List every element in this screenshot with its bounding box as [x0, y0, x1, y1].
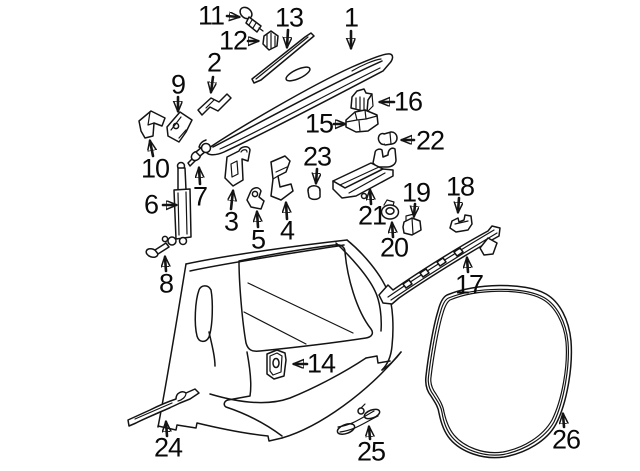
- callout-label-5: 5: [250, 224, 266, 255]
- callout-label-1: 1: [343, 2, 359, 33]
- callout-label-20: 20: [379, 232, 409, 263]
- callout-arrow-8: [165, 257, 166, 273]
- callout-arrow-20: [392, 223, 393, 239]
- callout-label-7: 7: [192, 181, 208, 212]
- part-11-pin-screw-drawing: [239, 6, 264, 33]
- callout-arrow-25: [369, 427, 370, 441]
- part-4-bracket-drawing: [270, 155, 294, 201]
- part-23-plug-drawing: [307, 185, 321, 201]
- part-22-grommet-drawing: [377, 131, 398, 146]
- callout-arrow-4: [286, 203, 287, 221]
- callout-arrow-18: [458, 196, 459, 212]
- callout-label-18: 18: [445, 171, 475, 202]
- callout-label-11: 11: [197, 0, 225, 31]
- callout-label-10: 10: [140, 153, 170, 184]
- vehicle-rear-outline: [157, 239, 402, 442]
- callout-label-16: 16: [393, 86, 423, 117]
- part-1-liftgate-spoiler-drawing: [198, 53, 394, 156]
- callout-label-2: 2: [206, 47, 222, 78]
- callout-label-25: 25: [356, 436, 386, 467]
- callout-label-24: 24: [153, 432, 183, 463]
- part-7-ball-stud-drawing: [187, 142, 212, 167]
- callout-label-23: 23: [302, 141, 332, 172]
- callout-arrow-26: [563, 414, 564, 429]
- part-9-hinge-plate-drawing: [166, 111, 193, 143]
- callout-arrow-2: [211, 75, 213, 92]
- callout-arrow-10: [150, 141, 153, 158]
- callout-label-22: 22: [415, 125, 445, 156]
- part-2-bracket-drawing: [197, 93, 232, 116]
- callout-arrow-21: [370, 190, 371, 206]
- callout-label-6: 6: [143, 189, 159, 220]
- callout-arrow-23: [316, 167, 317, 183]
- part-6-gas-strut-drawing: [173, 161, 192, 246]
- part-21-latch-drawing: [332, 147, 397, 200]
- callout-arrow-5: [257, 212, 258, 229]
- part-18-bracket-drawing: [449, 214, 473, 233]
- part-8-ball-stud-drawing: [145, 235, 177, 259]
- callout-arrow-13: [287, 28, 288, 47]
- callout-arrow-19: [414, 202, 415, 216]
- part-17-scuff-trim-drawing: [378, 225, 501, 305]
- part-10-bracket-drawing: [138, 110, 166, 139]
- part-3-bracket-drawing: [224, 146, 251, 187]
- part-24-hinge-arm-drawing: [127, 388, 200, 427]
- callout-label-12: 12: [218, 25, 248, 56]
- callout-arrow-11: [225, 16, 239, 17]
- callout-label-17: 17: [454, 269, 484, 300]
- part-25-retainer-drawing: [336, 403, 381, 435]
- callout-label-21: 21: [357, 200, 387, 231]
- callout-arrow-3: [231, 191, 233, 211]
- part-12-clip-drawing: [262, 30, 279, 51]
- callout-arrow-7: [199, 168, 200, 186]
- part-14-wedge-clip-drawing: [266, 349, 287, 380]
- callout-label-9: 9: [170, 69, 186, 100]
- part-15-connector-drawing: [345, 109, 379, 133]
- callout-label-8: 8: [158, 268, 174, 299]
- callout-label-14: 14: [306, 348, 336, 379]
- callout-arrow-24: [166, 422, 167, 438]
- part-20-grommet-ring-drawing: [380, 199, 400, 220]
- callout-label-13: 13: [274, 2, 304, 33]
- callout-label-4: 4: [279, 215, 295, 246]
- callout-label-15: 15: [304, 108, 334, 139]
- part-5-bracket-drawing: [246, 187, 265, 210]
- part-13-molding-strip-drawing: [251, 32, 315, 84]
- callout-label-26: 26: [551, 424, 581, 455]
- callout-label-19: 19: [401, 177, 431, 208]
- callout-arrow-17: [467, 258, 468, 274]
- part-16-clip-drawing: [350, 88, 374, 113]
- callout-label-3: 3: [223, 206, 239, 237]
- callout-arrows: [150, 16, 564, 441]
- part-26-weatherstrip-seal-drawing: [425, 284, 573, 459]
